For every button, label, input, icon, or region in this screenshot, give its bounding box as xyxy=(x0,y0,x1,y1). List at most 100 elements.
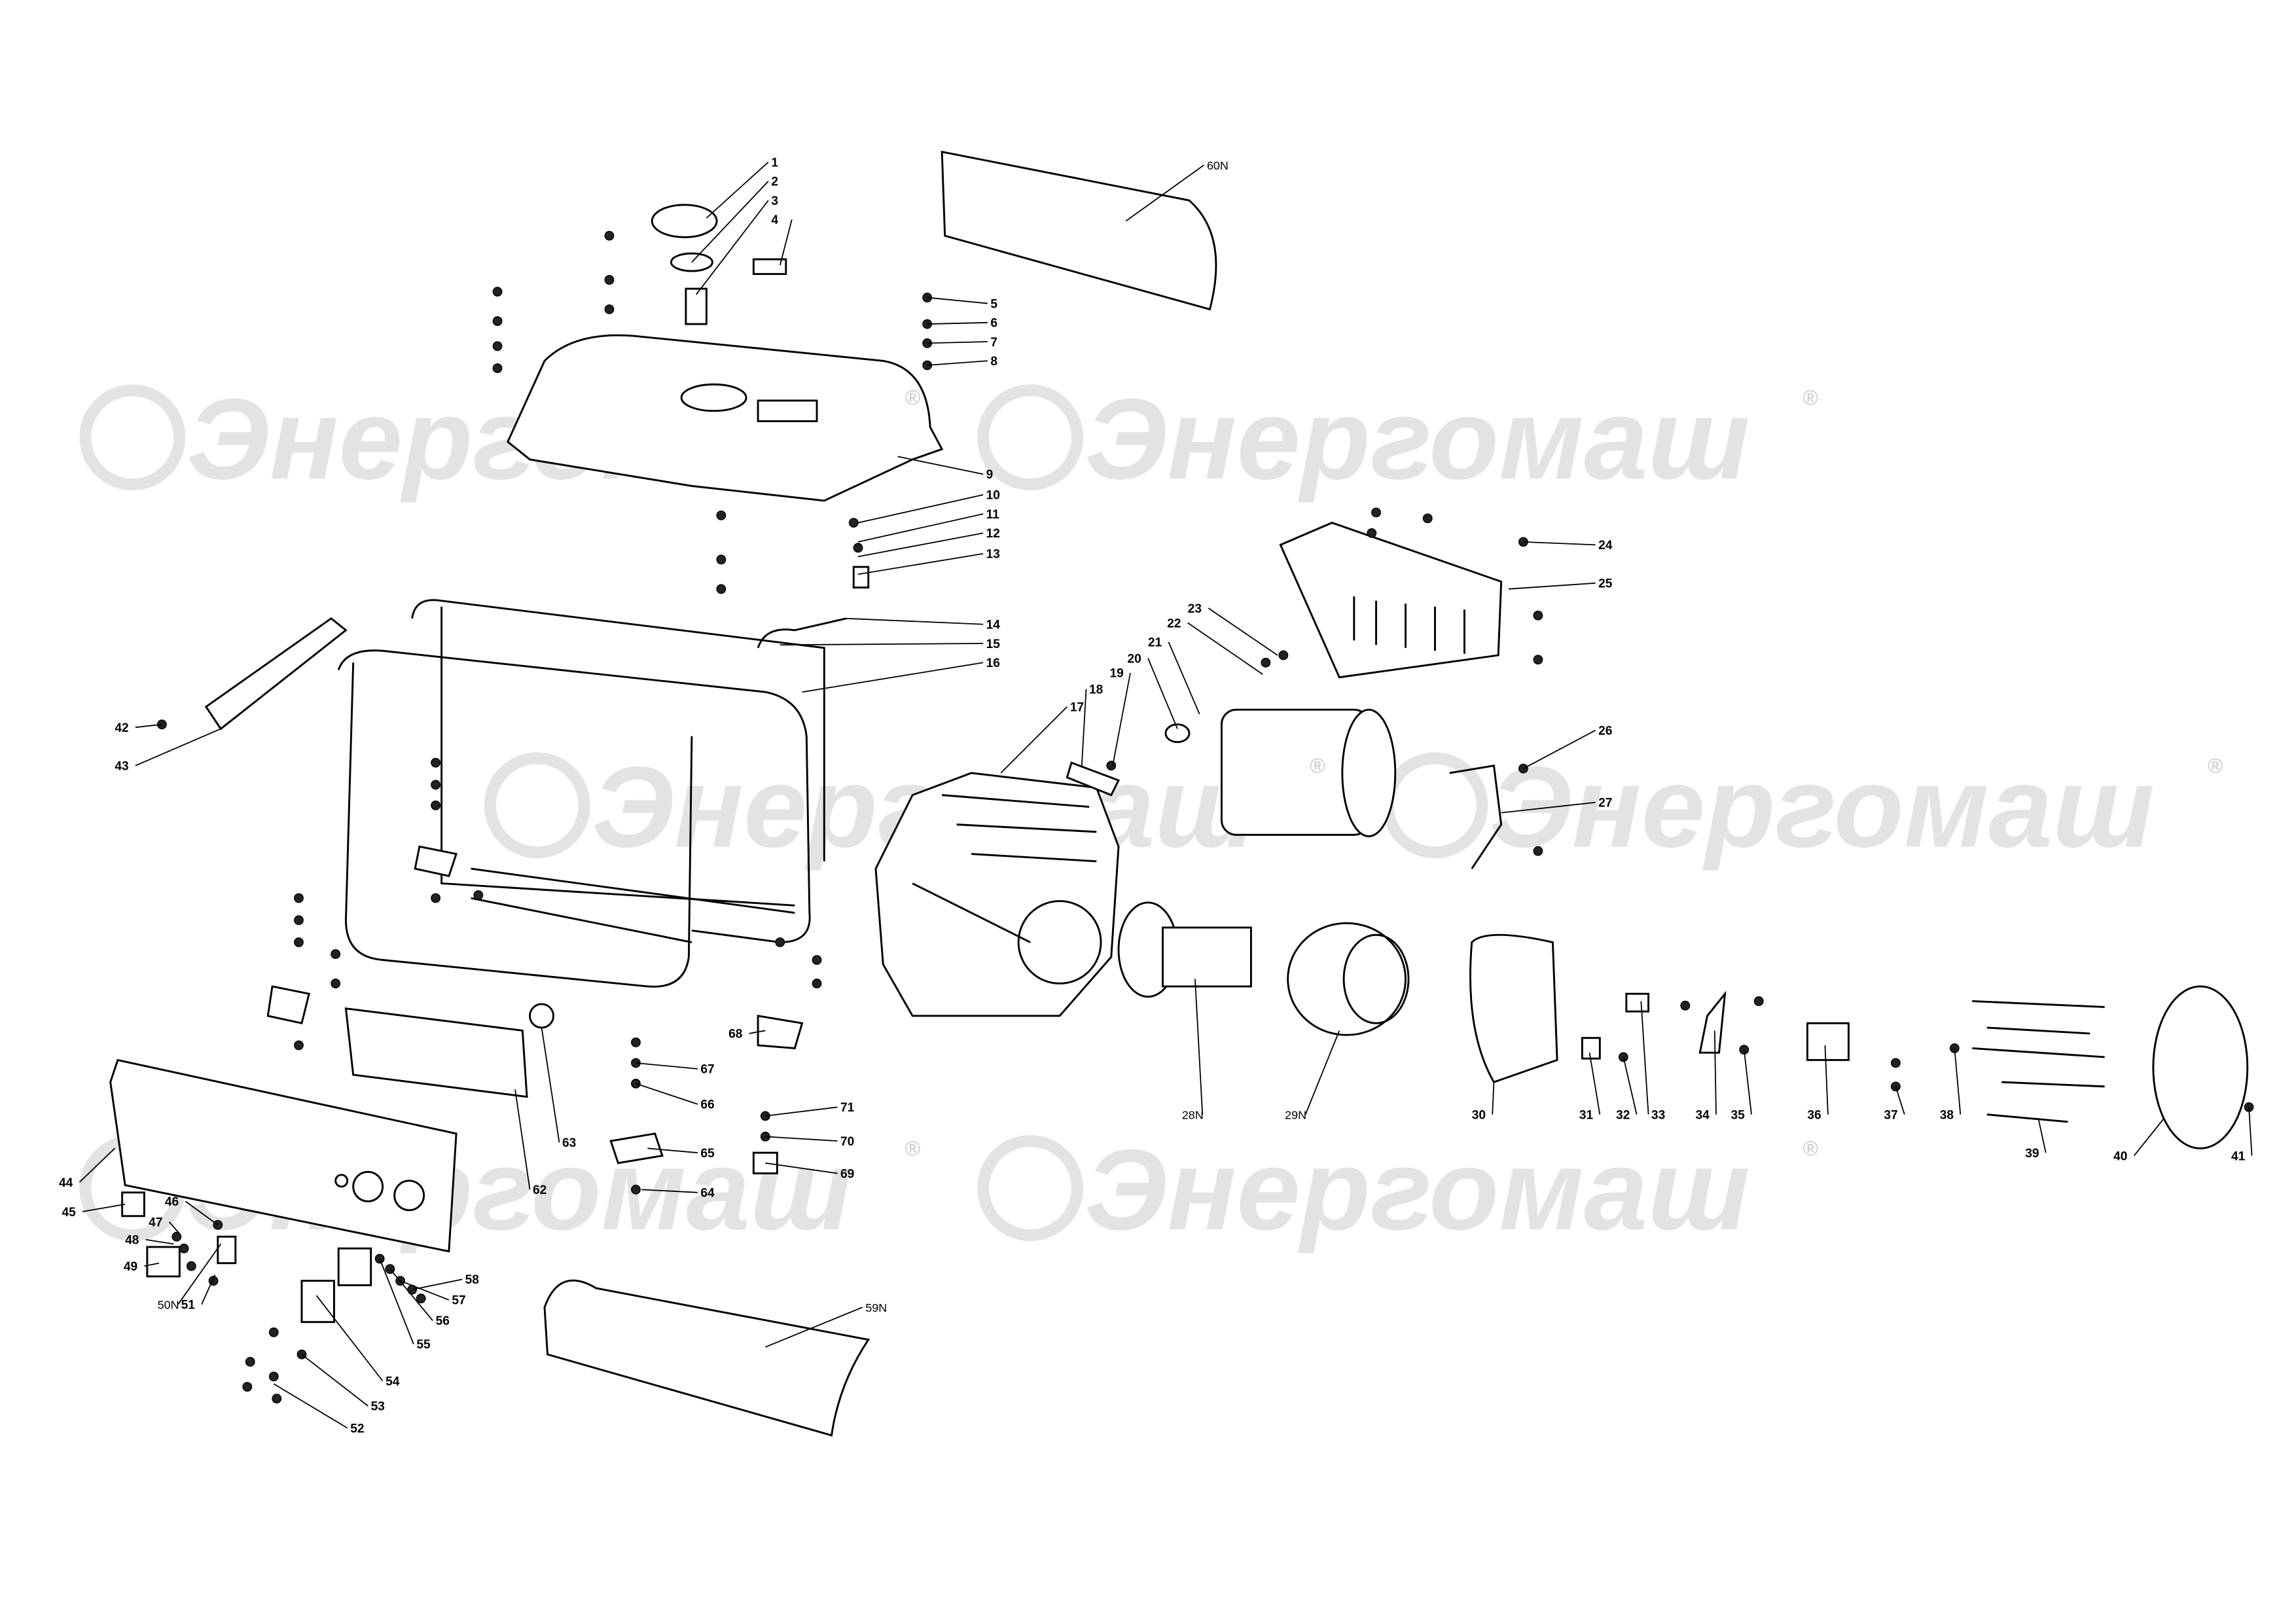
callout-40: 40 xyxy=(2113,1149,2127,1163)
callout-53: 53 xyxy=(371,1400,385,1414)
fastener-icon xyxy=(853,543,863,553)
callout-35: 35 xyxy=(1731,1108,1745,1122)
leader-line xyxy=(897,456,984,475)
callout-34: 34 xyxy=(1696,1108,1710,1122)
fastener-icon xyxy=(812,979,822,988)
leader-line xyxy=(1954,1048,1962,1115)
fastener-icon xyxy=(716,510,726,520)
leader-line xyxy=(1492,1082,1495,1115)
fastener-icon xyxy=(242,1382,253,1392)
leader-line xyxy=(412,1278,463,1291)
fastener-icon xyxy=(186,1261,196,1271)
callout-57: 57 xyxy=(452,1294,465,1308)
fastener-icon xyxy=(1371,507,1381,518)
leader-line xyxy=(1523,729,1596,769)
leader-line xyxy=(301,1354,368,1407)
gasket-20 xyxy=(1164,723,1191,744)
fastener-icon xyxy=(171,1231,182,1242)
callout-64: 64 xyxy=(700,1187,715,1200)
leader-line xyxy=(765,1162,838,1174)
leader-line xyxy=(315,1295,384,1382)
fastener-icon xyxy=(1533,655,1543,665)
fastener-icon xyxy=(416,1293,426,1304)
mount-left xyxy=(266,985,311,1024)
fastener-icon xyxy=(272,1394,282,1404)
leader-line xyxy=(636,1062,698,1070)
watermark-text: Энергомаш xyxy=(1085,1126,1749,1254)
callout-63: 63 xyxy=(562,1136,576,1150)
leader-line xyxy=(1743,1049,1752,1115)
fastener-icon xyxy=(431,780,441,790)
fuel-valve xyxy=(852,566,870,589)
callout-21: 21 xyxy=(1148,636,1162,650)
leader-line xyxy=(779,219,793,266)
callout-29N: 29N xyxy=(1285,1108,1306,1121)
leader-line xyxy=(857,494,984,524)
callout-8: 8 xyxy=(990,355,997,369)
leader-line xyxy=(641,1189,698,1193)
callout-41: 41 xyxy=(2231,1149,2246,1163)
callout-66: 66 xyxy=(700,1098,714,1112)
rotor-28N xyxy=(1162,926,1252,988)
leader-line xyxy=(749,1030,766,1034)
fastener-icon xyxy=(716,554,726,565)
callout-33: 33 xyxy=(1651,1108,1665,1122)
switch xyxy=(121,1191,145,1218)
watermark-text: Энергомаш xyxy=(1490,743,2155,871)
fastener-icon xyxy=(1533,846,1543,856)
fastener-icon xyxy=(1106,761,1117,771)
leader-line xyxy=(82,1203,126,1212)
fastener-icon xyxy=(294,937,304,947)
control-panel xyxy=(109,1058,457,1253)
callout-23: 23 xyxy=(1188,602,1202,616)
leader-line xyxy=(144,1262,160,1267)
fastener-icon xyxy=(604,230,615,241)
callout-56: 56 xyxy=(436,1314,450,1328)
panel-hole xyxy=(352,1170,384,1202)
leader-line xyxy=(927,321,988,325)
top-cover-60N xyxy=(941,151,1217,311)
through-bolts xyxy=(1972,1000,2105,1123)
leader-line xyxy=(927,360,988,366)
cap-gasket xyxy=(670,252,713,272)
avr-plate xyxy=(1698,990,1727,1054)
watermark-registered-layer: ®®®®®® xyxy=(905,387,2223,1161)
muffler-guard xyxy=(1279,522,1503,679)
fastener-icon xyxy=(331,979,341,988)
callout-10: 10 xyxy=(986,489,1000,503)
tank-gauge-window xyxy=(757,399,818,422)
callout-70: 70 xyxy=(840,1135,854,1149)
callout-26: 26 xyxy=(1598,724,1612,738)
callout-6: 6 xyxy=(990,317,997,331)
fastener-icon xyxy=(1261,657,1271,668)
leader-line xyxy=(273,1383,348,1429)
fastener-icon xyxy=(431,800,441,810)
leader-line xyxy=(1588,1053,1601,1115)
callout-7: 7 xyxy=(990,336,997,350)
watermark-registered: ® xyxy=(905,1138,920,1161)
fastener-icon xyxy=(631,1038,641,1047)
callout-30: 30 xyxy=(1472,1108,1486,1122)
callout-15: 15 xyxy=(986,638,1001,651)
mount-65 xyxy=(609,1132,664,1164)
leader-line xyxy=(802,662,984,693)
leader-line xyxy=(1168,641,1200,715)
fastener-icon xyxy=(294,893,304,903)
callout-39: 39 xyxy=(2025,1147,2039,1161)
callout-16: 16 xyxy=(986,657,1000,670)
fuel-strainer xyxy=(685,287,708,325)
callout-9: 9 xyxy=(986,468,994,482)
fastener-icon xyxy=(473,890,484,900)
mount-68 xyxy=(757,1015,804,1049)
callout-2: 2 xyxy=(771,175,778,189)
leader-line xyxy=(1194,979,1204,1115)
watermark-logo-icon xyxy=(79,384,186,491)
watermark-layer: ЭнергомашЭнергомашЭнергомашЭнергомашЭнер… xyxy=(79,375,2155,1254)
fastener-icon xyxy=(848,518,859,528)
fastener-icon xyxy=(492,341,503,352)
leader-line xyxy=(1187,622,1263,675)
fastener-icon xyxy=(492,316,503,326)
callout-12: 12 xyxy=(986,527,1000,541)
fastener-icon xyxy=(331,949,341,959)
callout-22: 22 xyxy=(1167,617,1181,630)
